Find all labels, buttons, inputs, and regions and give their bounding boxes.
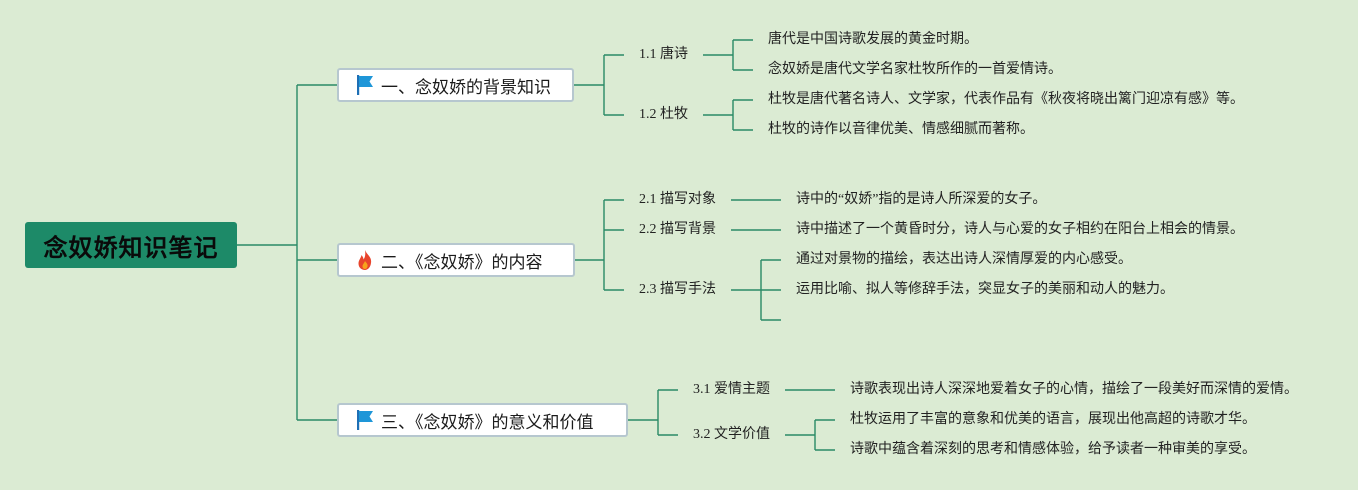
leaf-note[interactable]: 诗中的“奴娇”指的是诗人所深爱的女子。 [796,192,1047,207]
root-title: 念奴娇知识笔记 [43,233,219,262]
leaf-note[interactable]: 诗歌表现出诗人深深地爱着女子的心情，描绘了一段美好而深情的爱情。 [850,382,1298,397]
fire-icon [355,249,375,271]
subtopic-tang-poetry[interactable]: 1.1 唐诗 [639,47,688,62]
subtopic-technique[interactable]: 2.3 描写手法 [639,282,716,297]
leaf-note[interactable]: 杜牧运用了丰富的意象和优美的语言，展现出他高超的诗歌才华。 [850,412,1256,427]
branch-significance[interactable]: 三、《念奴娇》的意义和价值 [337,403,628,437]
leaf-note[interactable]: 杜牧是唐代著名诗人、文学家，代表作品有《秋夜将晓出篱门迎凉有感》等。 [768,92,1244,107]
blue-flag-icon [355,74,375,96]
branch-content[interactable]: 二、《念奴娇》的内容 [337,243,575,277]
leaf-note[interactable]: 念奴娇是唐代文学名家杜牧所作的一首爱情诗。 [768,62,1062,77]
subtopic-setting[interactable]: 2.2 描写背景 [639,222,716,237]
branch-label: 二、《念奴娇》的内容 [381,252,543,273]
subtopic-love-theme[interactable]: 3.1 爱情主题 [693,382,770,397]
leaf-note[interactable]: 运用比喻、拟人等修辞手法，突显女子的美丽和动人的魅力。 [796,282,1174,297]
branch-label: 一、念奴娇的背景知识 [381,77,551,98]
subtopic-literary-value[interactable]: 3.2 文学价值 [693,427,770,442]
branch-label: 三、《念奴娇》的意义和价值 [381,412,594,433]
subtopic-du-mu[interactable]: 1.2 杜牧 [639,107,688,122]
leaf-note[interactable]: 诗中描述了一个黄昏时分，诗人与心爱的女子相约在阳台上相会的情景。 [796,222,1244,237]
branch-background-knowledge[interactable]: 一、念奴娇的背景知识 [337,68,574,102]
root-topic[interactable]: 念奴娇知识笔记 [25,222,237,268]
blue-flag-icon [355,409,375,431]
leaf-note[interactable]: 通过对景物的描绘，表达出诗人深情厚爱的内心感受。 [796,252,1132,267]
leaf-note[interactable]: 杜牧的诗作以音律优美、情感细腻而著称。 [768,122,1034,137]
subtopic-subject[interactable]: 2.1 描写对象 [639,192,716,207]
leaf-note[interactable]: 诗歌中蕴含着深刻的思考和情感体验，给予读者一种审美的享受。 [850,442,1256,457]
leaf-note[interactable]: 唐代是中国诗歌发展的黄金时期。 [768,32,978,47]
